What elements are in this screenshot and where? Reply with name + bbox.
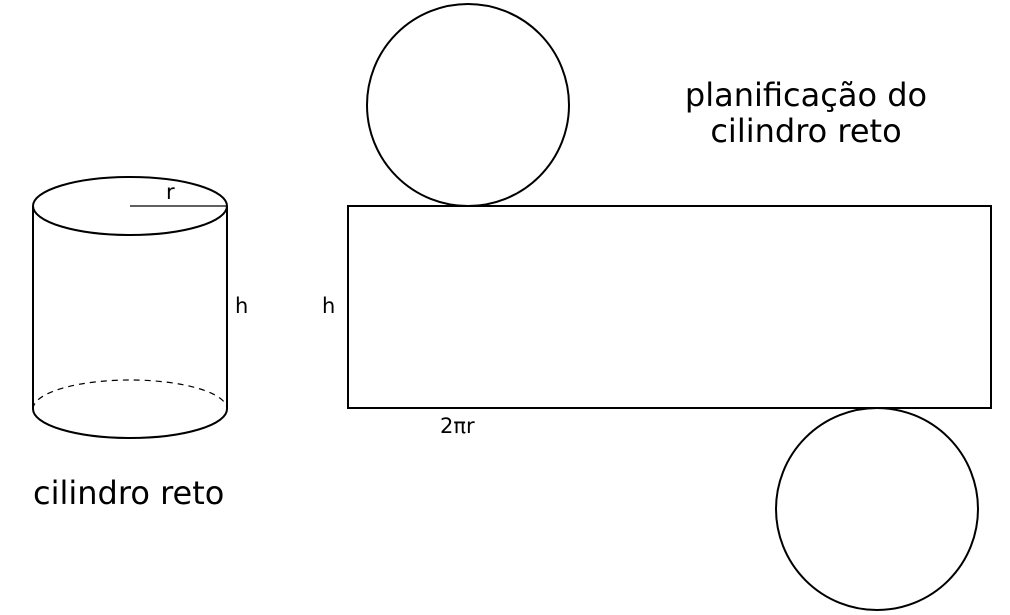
cylinder-bottom-base-front [32, 408, 228, 439]
net-width-label: 2πr [440, 414, 475, 438]
net-top-circle [366, 3, 570, 207]
net-title-line1: planificação do [684, 76, 928, 114]
net-bottom-circle [775, 407, 979, 611]
net-title: planificação do cilindro reto [661, 77, 951, 149]
radius-label: r [166, 180, 175, 204]
cylinder-height-label: h [235, 294, 249, 318]
cylinder-caption: cilindro reto [33, 474, 225, 512]
net-lateral-rectangle [347, 205, 992, 409]
net-height-label: h [322, 294, 336, 318]
net-title-line2: cilindro reto [710, 112, 902, 150]
cylinder-bottom-base-back [32, 379, 228, 410]
